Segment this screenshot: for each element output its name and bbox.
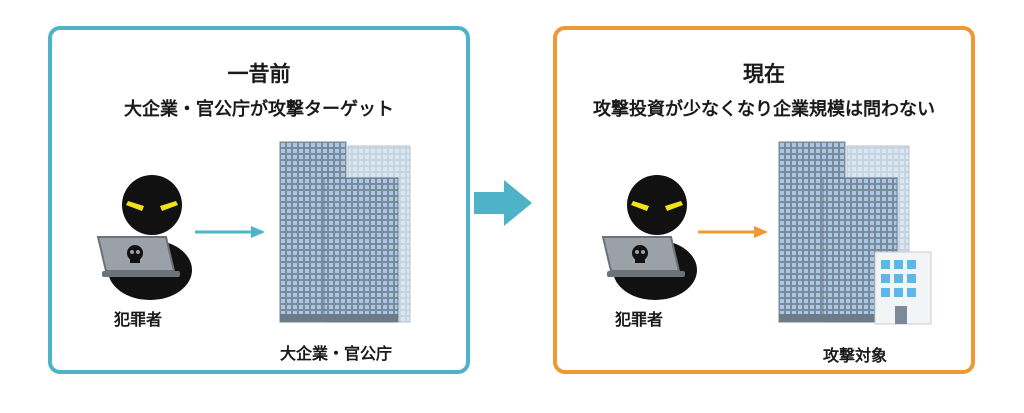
office-buildings-icon bbox=[778, 141, 932, 325]
hacker-icon bbox=[601, 175, 697, 300]
hacker-icon bbox=[96, 175, 192, 300]
transition-arrow-icon bbox=[474, 180, 532, 226]
skull-icon bbox=[127, 245, 143, 263]
skull-icon bbox=[632, 245, 648, 263]
office-buildings-icon bbox=[279, 141, 411, 323]
before-subtitle: 大企業・官公庁が攻撃ターゲット bbox=[124, 99, 394, 120]
now-panel: 現在 攻撃投資が少なくなり企業規模は問わない 犯罪者 bbox=[553, 26, 975, 374]
before-panel: 一昔前 大企業・官公庁が攻撃ターゲット 犯罪者 bbox=[48, 26, 470, 374]
before-title: 一昔前 bbox=[227, 62, 291, 86]
now-subtitle: 攻撃投資が少なくなり企業規模は問わない bbox=[593, 99, 935, 120]
before-attacker-label: 犯罪者 bbox=[114, 310, 163, 329]
small-office-building-icon bbox=[874, 251, 932, 325]
now-attacker-label: 犯罪者 bbox=[615, 310, 664, 329]
now-target-label: 攻撃対象 bbox=[823, 346, 888, 365]
now-title: 現在 bbox=[743, 62, 785, 86]
attack-arrow-icon bbox=[698, 226, 768, 238]
attack-arrow-icon bbox=[195, 226, 265, 238]
before-target-label: 大企業・官公庁 bbox=[280, 344, 393, 363]
